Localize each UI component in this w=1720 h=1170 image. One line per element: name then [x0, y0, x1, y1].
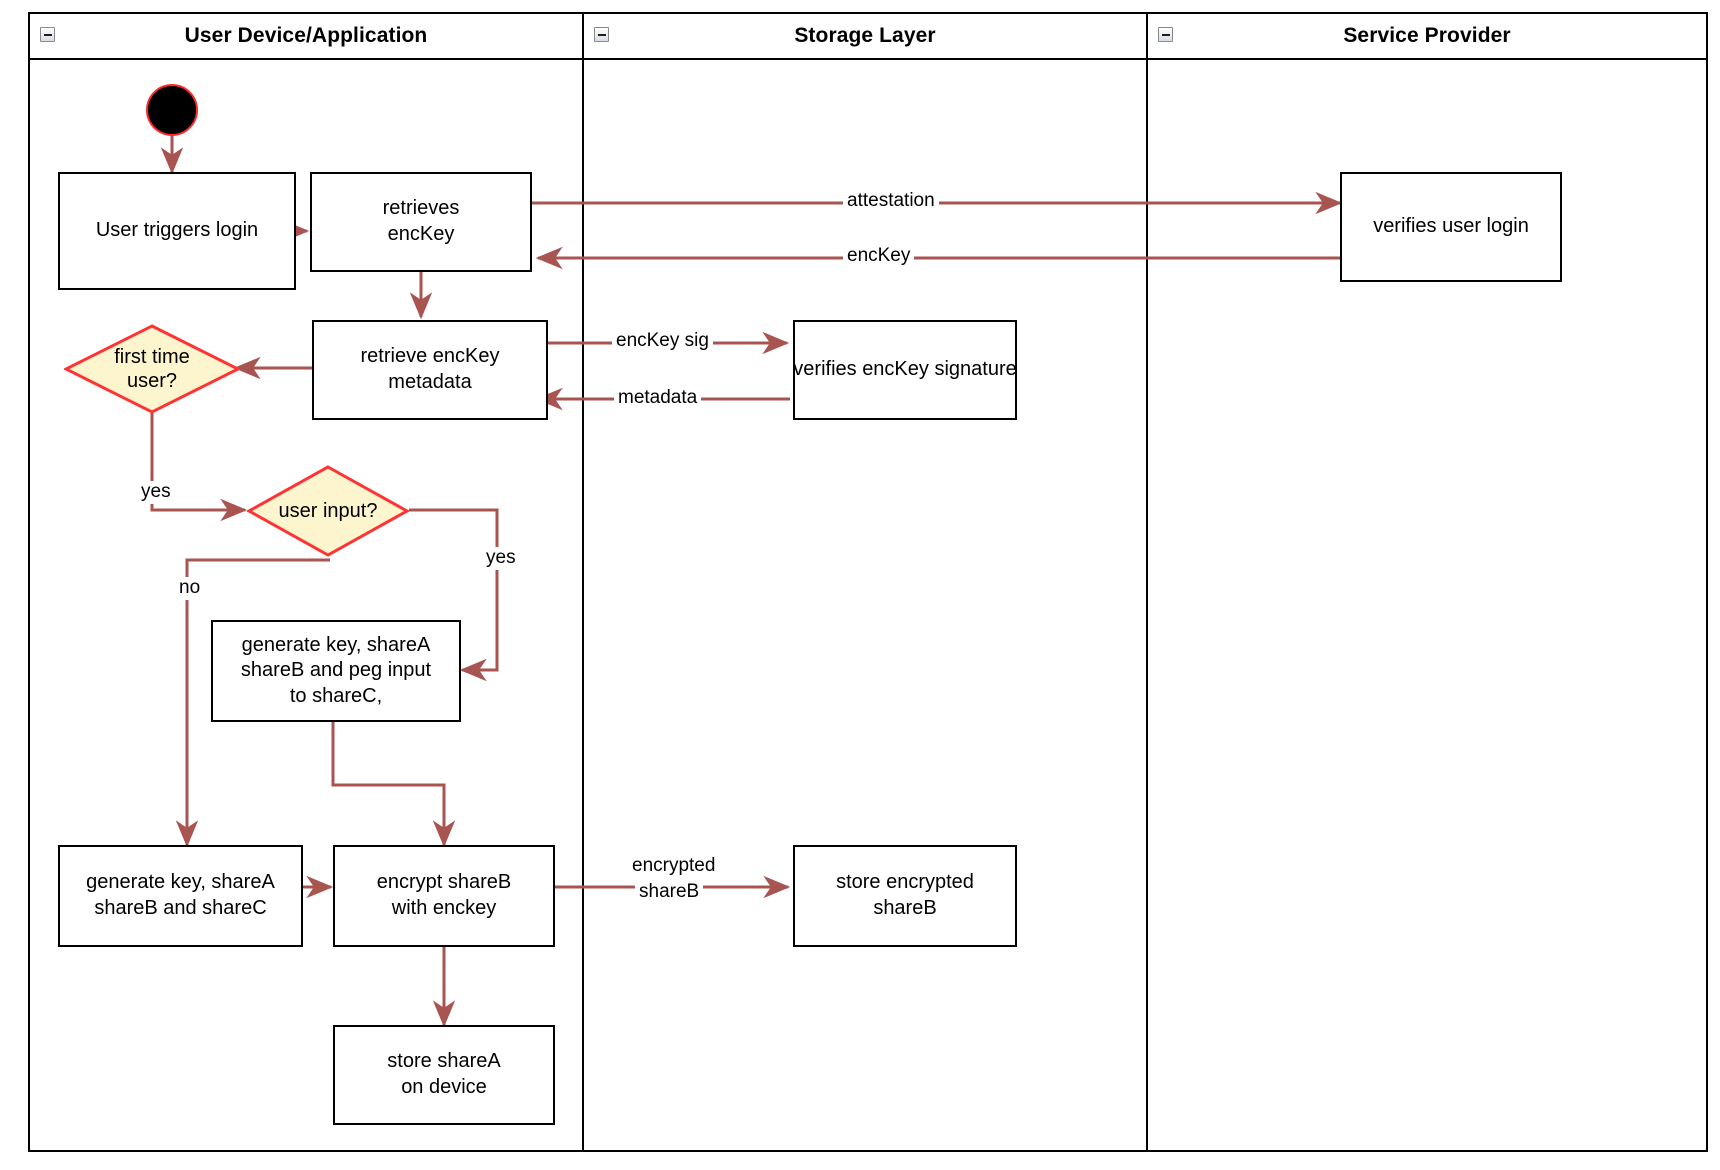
edge-label-encrypted-shareb-line2: shareB — [635, 881, 704, 904]
edge-label-first-time-yes: yes — [137, 481, 175, 504]
action-retrieves-enckey[interactable]: retrieves encKey — [310, 172, 532, 272]
action-label: User triggers login — [95, 219, 259, 242]
action-label-line3: to shareC, — [289, 684, 383, 707]
action-label-line2: encKey — [387, 223, 455, 245]
decision-shape — [64, 324, 240, 414]
action-label-line1: retrieve encKey — [360, 345, 500, 368]
decision-label: user input? — [278, 500, 378, 522]
edge-label-enckey-sig: encKey sig — [612, 330, 713, 353]
action-label-line1: retrieves — [382, 197, 460, 220]
action-retrieve-enckey-metadata[interactable]: retrieve encKey metadata — [312, 320, 548, 420]
edge-label-user-input-no: no — [175, 577, 205, 600]
action-label-line2: shareB — [873, 897, 937, 919]
action-store-sharea-on-device[interactable]: store shareA on device — [333, 1025, 555, 1125]
lane-header-storage-layer[interactable]: Storage Layer — [582, 14, 1146, 60]
action-label-line1: generate key, shareA — [241, 633, 431, 656]
action-generate-key-peg-input[interactable]: generate key, shareA shareB and peg inpu… — [211, 620, 461, 722]
decision-label-line1: first time — [114, 346, 190, 368]
decision-first-time-user[interactable]: first time user? — [64, 324, 240, 414]
edge-label-user-input-yes: yes — [482, 547, 520, 570]
edge-label-encrypted-shareb-line1: encrypted — [628, 855, 720, 878]
decision-label-line2: user? — [126, 370, 178, 392]
decision-user-input[interactable]: user input? — [247, 465, 409, 557]
collapse-minus-icon[interactable] — [1158, 27, 1173, 42]
swimlane-frame: User Device/Application Storage Layer Se… — [28, 12, 1708, 1152]
action-label-line2: metadata — [388, 371, 472, 393]
action-label-line1: generate key, shareA — [86, 871, 275, 894]
collapse-minus-icon[interactable] — [594, 27, 609, 42]
edge-label-metadata: metadata — [614, 387, 702, 410]
action-encrypt-shareb[interactable]: encrypt shareB with enckey — [333, 845, 555, 947]
action-verifies-user-login[interactable]: verifies user login — [1340, 172, 1562, 282]
lane-divider-2 — [1146, 14, 1148, 1150]
lane-title-user-device: User Device/Application — [184, 24, 428, 47]
decision-shape — [247, 465, 409, 557]
decision-label: first time user? — [64, 324, 240, 414]
lane-header-user-device[interactable]: User Device/Application — [30, 14, 582, 60]
action-label-line1: encrypt shareB — [376, 871, 512, 894]
action-verifies-enckey-signature[interactable]: verifies encKey signature — [793, 320, 1017, 420]
action-label-line2: with enckey — [391, 897, 497, 919]
action-label-line1: store shareA — [387, 1050, 501, 1073]
action-label-line2: on device — [401, 1076, 487, 1098]
lane-header-service-provider[interactable]: Service Provider — [1146, 14, 1706, 60]
lane-divider-1 — [582, 14, 584, 1150]
lane-title-service-provider: Service Provider — [1343, 24, 1511, 47]
action-label: verifies encKey signature — [793, 358, 1017, 381]
action-label-line2: shareB and shareC — [94, 897, 267, 919]
edge-label-enckey: encKey — [843, 245, 915, 268]
collapse-minus-icon[interactable] — [40, 27, 55, 42]
action-store-encrypted-shareb[interactable]: store encrypted shareB — [793, 845, 1017, 947]
lane-title-storage-layer: Storage Layer — [794, 24, 936, 47]
initial-node[interactable] — [146, 84, 198, 136]
action-label-line1: store encrypted — [836, 871, 974, 894]
action-label-line2: shareB and peg input — [240, 659, 432, 682]
action-label: verifies user login — [1373, 215, 1529, 238]
action-generate-key-shares[interactable]: generate key, shareA shareB and shareC — [58, 845, 303, 947]
action-user-triggers-login[interactable]: User triggers login — [58, 172, 296, 290]
edge-label-attestation: attestation — [843, 190, 939, 213]
